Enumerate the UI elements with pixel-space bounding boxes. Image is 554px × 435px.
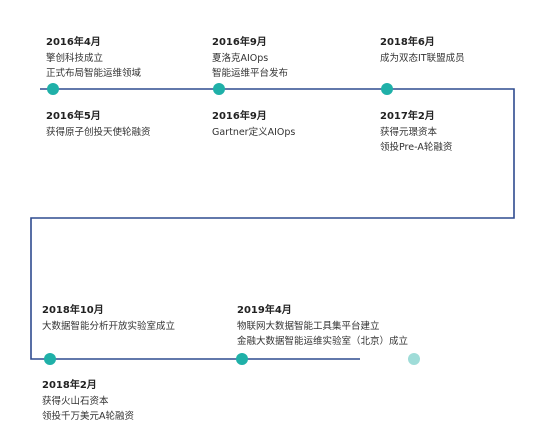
event-2018-06: 2018年6月 成为双态IT联盟成员 — [380, 35, 465, 66]
event-date: 2017年2月 — [380, 111, 435, 122]
event-2019-04: 2019年4月 物联网大数据智能工具集平台建立 金融大数据智能运维实验室（北京）… — [237, 303, 408, 349]
event-date: 2016年5月 — [46, 111, 101, 122]
timeline-node — [44, 353, 56, 365]
event-text: 正式布局智能运维领域 — [46, 68, 142, 79]
event-text: 领投Pre-A轮融资 — [380, 142, 453, 153]
event-text: 大数据智能分析开放实验室成立 — [42, 321, 176, 332]
event-text: 夏洛克AIOps — [212, 53, 269, 64]
event-text: 获得原子创投天使轮融资 — [46, 127, 151, 138]
timeline-node — [381, 83, 393, 95]
event-2016-05: 2016年5月 获得原子创投天使轮融资 — [46, 109, 151, 140]
event-date: 2016年9月 — [212, 37, 267, 48]
timeline-node — [236, 353, 248, 365]
event-text: 智能运维平台发布 — [212, 68, 289, 79]
event-2018-02: 2018年2月 获得火山石资本 领投千万美元A轮融资 — [42, 378, 134, 424]
timeline-node — [408, 353, 420, 365]
event-date: 2019年4月 — [237, 305, 292, 316]
event-text: 获得元璟资本 — [380, 127, 438, 138]
event-2016-09-sherlock: 2016年9月 夏洛克AIOps 智能运维平台发布 — [212, 35, 288, 81]
event-date: 2018年6月 — [380, 37, 435, 48]
event-text: 成为双态IT联盟成员 — [380, 53, 465, 64]
event-date: 2016年4月 — [46, 37, 101, 48]
timeline-node — [213, 83, 225, 95]
event-text: 物联网大数据智能工具集平台建立 — [237, 321, 380, 332]
event-2017-02: 2017年2月 获得元璟资本 领投Pre-A轮融资 — [380, 109, 452, 155]
event-2016-04: 2016年4月 擎创科技成立 正式布局智能运维领域 — [46, 35, 141, 81]
event-date: 2016年9月 — [212, 111, 267, 122]
event-text: 擎创科技成立 — [46, 53, 104, 64]
event-text: Gartner定义AIOps — [212, 127, 296, 138]
timeline-node — [47, 83, 59, 95]
timeline-snake — [30, 88, 515, 360]
event-date: 2018年2月 — [42, 380, 97, 391]
event-text: 获得火山石资本 — [42, 396, 109, 407]
event-2016-09-gartner: 2016年9月 Gartner定义AIOps — [212, 109, 295, 140]
event-text: 领投千万美元A轮融资 — [42, 411, 134, 422]
event-2018-10: 2018年10月 大数据智能分析开放实验室成立 — [42, 303, 175, 334]
event-date: 2018年10月 — [42, 305, 104, 316]
event-text: 金融大数据智能运维实验室（北京）成立 — [237, 336, 409, 347]
